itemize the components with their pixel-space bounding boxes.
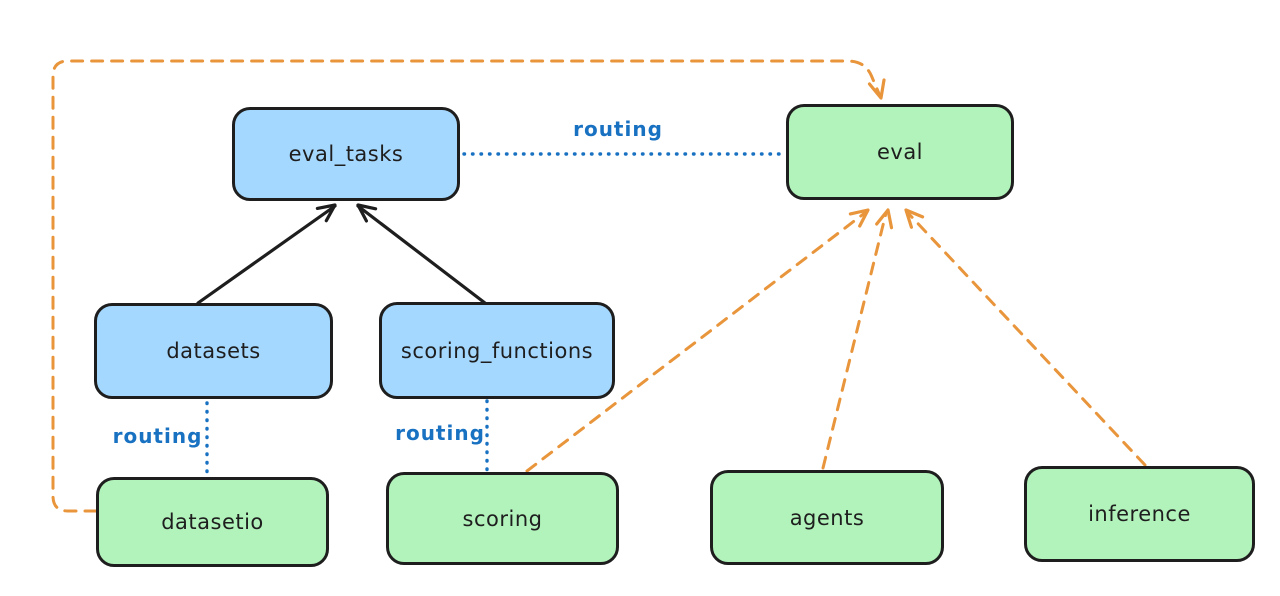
edge-agents-to-eval xyxy=(821,208,894,470)
edge-inference-to-eval xyxy=(904,208,1147,467)
node-agents-label: agents xyxy=(789,505,865,530)
node-datasetio-label: datasetio xyxy=(161,510,264,534)
node-scoring-functions-label: scoring_functions xyxy=(400,338,594,363)
node-inference: inference xyxy=(1024,466,1255,562)
edge-datasets-to-eval-tasks xyxy=(196,203,337,305)
edge-datasetio-to-eval xyxy=(51,59,886,513)
node-eval-tasks: eval_tasks xyxy=(232,107,460,201)
edge-label-routing-scoring-functions-scoring: routing xyxy=(395,421,485,445)
node-scoring-label: scoring xyxy=(462,506,543,531)
node-datasets: datasets xyxy=(94,303,333,399)
node-scoring: scoring xyxy=(386,472,619,565)
node-inference-label: inference xyxy=(1088,502,1191,526)
node-eval-label: eval xyxy=(876,140,924,164)
node-datasetio: datasetio xyxy=(96,477,329,567)
node-agents: agents xyxy=(710,470,944,565)
edge-scoring-functions-to-eval-tasks xyxy=(356,203,487,305)
node-datasets-label: datasets xyxy=(166,339,261,363)
node-eval: eval xyxy=(786,104,1014,200)
node-eval-tasks-label: eval_tasks xyxy=(288,142,404,166)
edge-label-routing-eval-tasks-eval: routing xyxy=(573,117,663,141)
edge-label-routing-datasets-datasetio: routing xyxy=(112,424,203,448)
node-scoring-functions: scoring_functions xyxy=(379,302,615,399)
edge-scoring-to-eval xyxy=(525,208,870,473)
